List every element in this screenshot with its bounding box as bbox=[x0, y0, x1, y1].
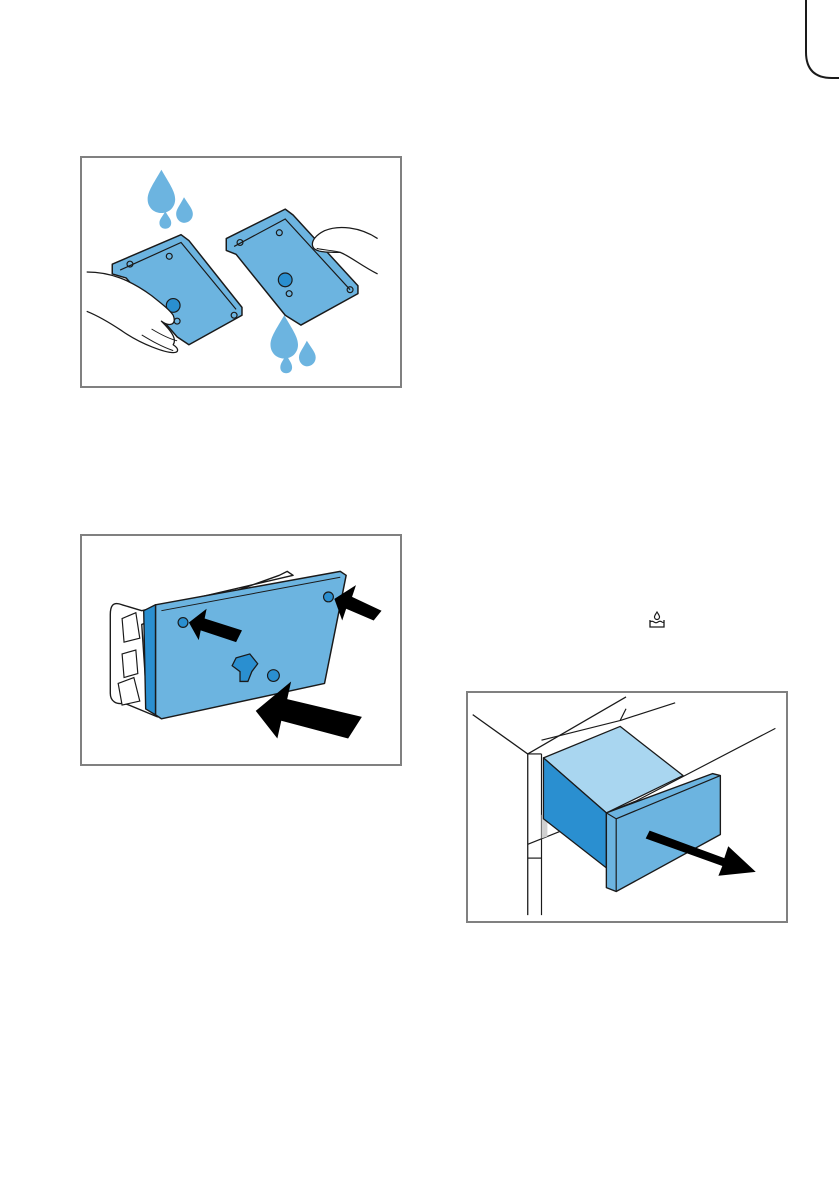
water-drops-rinse-filters-illustration bbox=[82, 158, 400, 386]
pull-out-drawer-illustration bbox=[468, 693, 786, 921]
water-container-icon bbox=[647, 610, 667, 630]
figure-insert-filter bbox=[80, 534, 402, 766]
figure-pull-out-drawer bbox=[466, 691, 788, 923]
figure-rinse-filters bbox=[80, 156, 402, 388]
insert-filter-arrows-illustration bbox=[82, 536, 400, 764]
